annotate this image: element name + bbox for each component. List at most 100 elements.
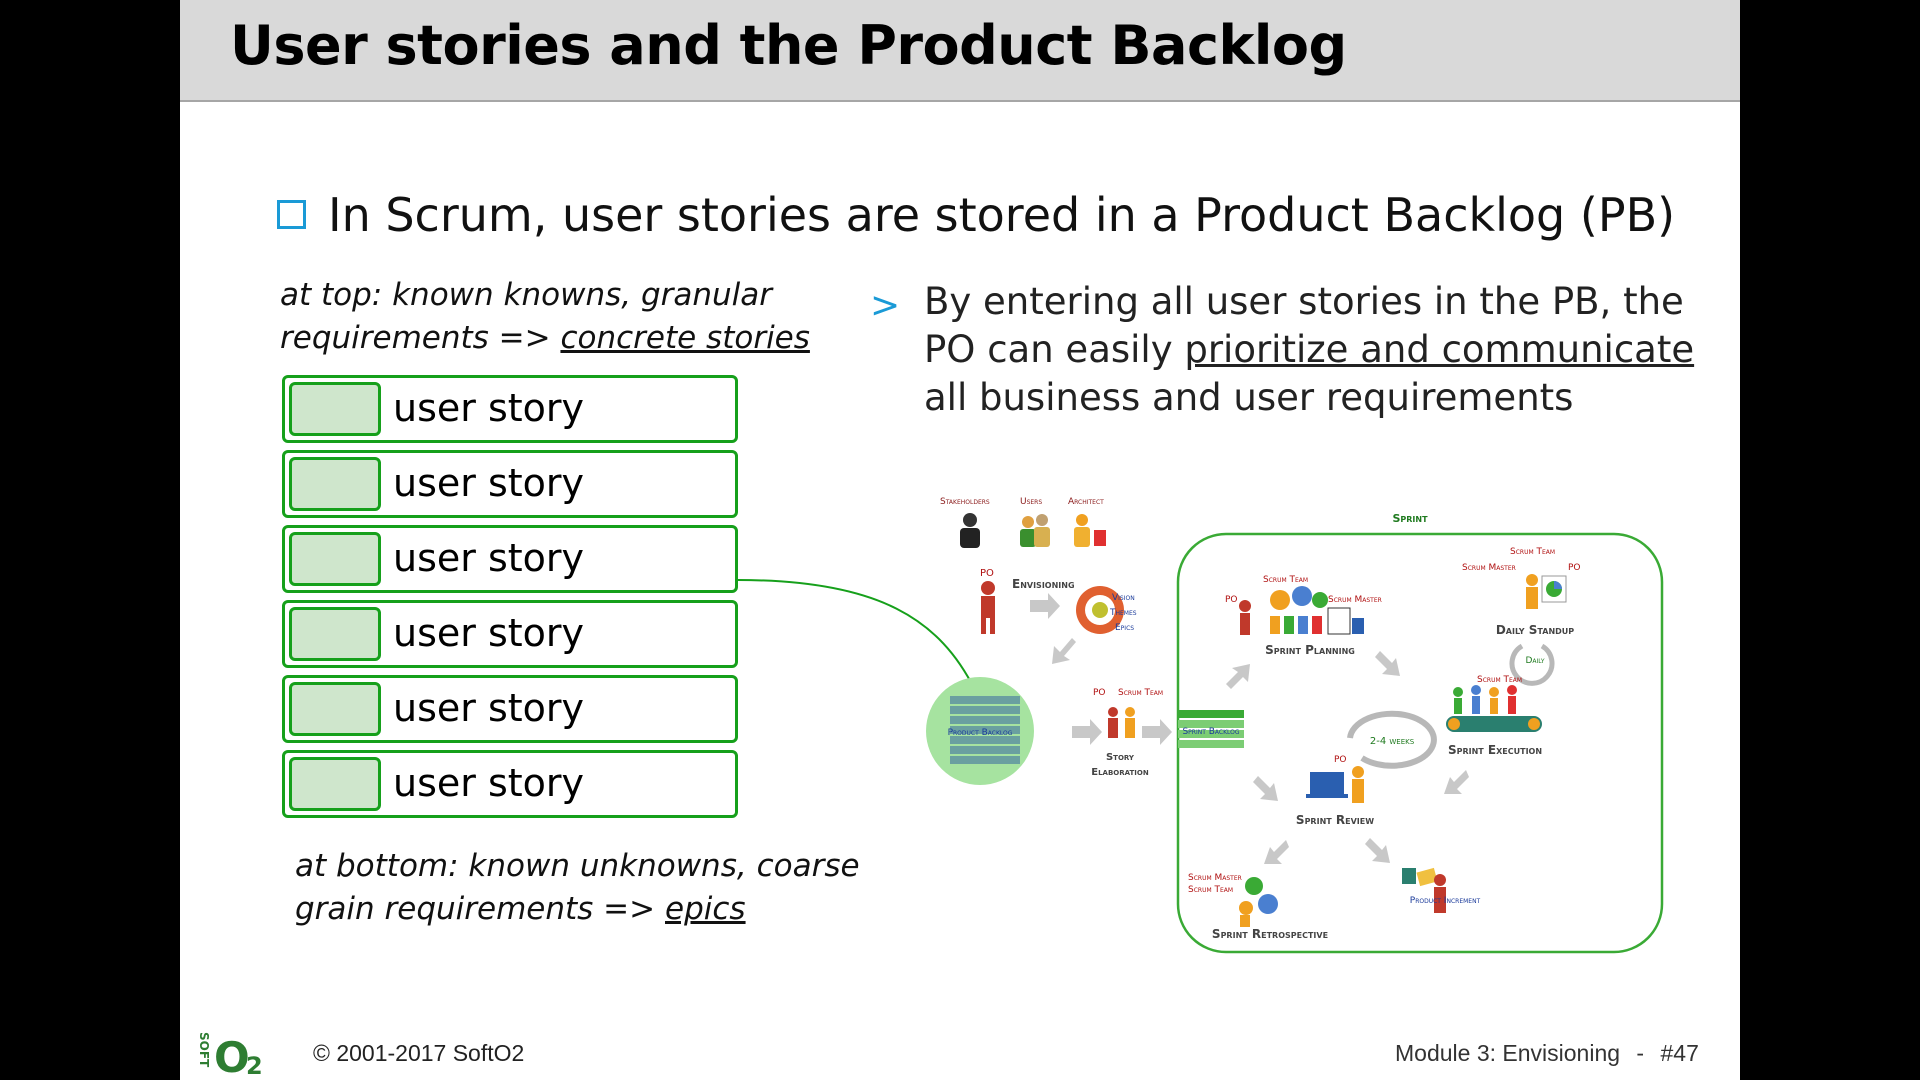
scrum-master-label-1: Scrum Master [1328,595,1382,605]
retrospective-gears-icon [1239,877,1278,927]
story-item-2: user story [282,450,738,518]
po-label-3: PO [1225,595,1238,605]
top-note: at top: known knowns, granular requireme… [280,274,810,360]
po-label-4: PO [1568,563,1581,573]
story-label: Story [1106,752,1135,763]
top-note-prefix: requirements => [280,320,561,356]
daily-standup-label: Daily Standup [1496,623,1574,637]
arrow-icon [1072,719,1102,745]
softo2-logo: SOFT O 2 [197,1032,263,1076]
story-tag [289,607,381,661]
page-number: #47 [1660,1040,1699,1066]
svg-text:O: O [214,1033,250,1076]
svg-text:2: 2 [246,1052,263,1076]
sprint-label: Sprint [1392,512,1428,525]
scrum-team-label-1: Scrum Team [1118,688,1163,698]
backlog-stack-icon [950,696,1020,764]
story-label: user story [393,686,585,730]
story-tag [289,757,381,811]
concrete-stories-link: concrete stories [560,320,810,356]
users-label: Users [1020,497,1042,507]
bottom-note: at bottom: known unknowns, coarse grain … [295,845,860,931]
elaboration-people-icon [1108,707,1135,738]
story-item-6: user story [282,750,738,818]
sprint-review-label: Sprint Review [1296,813,1374,827]
vision-label: Vision [1112,593,1135,603]
po-figure-icon [981,581,995,634]
story-tag [289,382,381,436]
arrow-icon [1365,838,1390,863]
svg-text:SOFT: SOFT [197,1032,211,1068]
story-label: user story [393,761,585,805]
po-label-5: PO [1334,755,1347,765]
main-bullet: In Scrum, user stories are stored in a P… [277,188,1675,242]
vision-pie-icon [1076,586,1124,634]
story-item-1: user story [282,375,738,443]
sprint-execution-label: Sprint Execution [1448,743,1542,757]
arrow-icon [1444,770,1469,794]
arrow-icon [1142,719,1172,745]
sub-bullet-line2: PO can easily prioritize and communicate [924,326,1694,374]
product-increment-label: Product Increment [1410,896,1481,906]
footer-separator: - [1636,1040,1645,1066]
bottom-note-line2: grain requirements => epics [295,888,860,931]
scrum-team-label-2: Scrum Team [1263,575,1308,585]
slide-title: User stories and the Product Backlog [230,14,1347,77]
product-increment-icon [1402,867,1446,913]
scrum-master-label-3: Scrum Master [1188,873,1242,883]
story-item-5: user story [282,675,738,743]
top-note-line1: at top: known knowns, granular [280,277,773,313]
po-label-1: PO [980,568,994,579]
bottom-note-prefix: grain requirements => [295,891,665,927]
main-bullet-text: In Scrum, user stories are stored in a P… [328,188,1676,242]
sub-bullet-arrow-icon: > [870,285,901,326]
envisioning-label: Envisioning [1012,577,1075,591]
elaboration-label: Elaboration [1091,767,1149,778]
daily-cycle-icon [1509,643,1555,686]
bottom-note-line1: at bottom: known unknowns, coarse [295,848,860,884]
stakeholders-label: Stakeholders [940,497,990,507]
story-tag [289,682,381,736]
stakeholder-people-icon [960,513,1106,548]
scrum-team-label-4: Scrum Team [1477,675,1522,685]
sub-bullet-text: By entering all user stories in the PB, … [924,278,1694,422]
arrow-icon [1226,664,1250,689]
story-tag [289,457,381,511]
architect-label: Architect [1068,497,1104,507]
sub-bullet-line3: all business and user requirements [924,376,1574,419]
slide: User stories and the Product Backlog In … [180,0,1740,1080]
arrow-icon [1253,776,1278,801]
story-label: user story [393,461,585,505]
themes-label: Themes [1109,608,1137,618]
product-backlog-label: Product Backlog [948,728,1013,738]
sprint-planning-team-icon [1239,586,1364,635]
arrow-icon [1264,840,1289,864]
sprint-backlog-label: Sprint Backlog [1182,727,1239,737]
story-label: user story [393,536,585,580]
story-item-4: user story [282,600,738,668]
weeks-cycle-icon [1347,710,1437,769]
prioritize-link: prioritize and communicate [1184,328,1695,371]
scrum-master-label-2: Scrum Master [1462,563,1516,573]
story-label: user story [393,386,585,430]
sub-bullet-prefix: PO can easily [924,328,1185,371]
square-bullet-icon [277,200,306,229]
sprint-retrospective-label: Sprint Retrospective [1212,927,1328,941]
story-item-3: user story [282,525,738,593]
daily-standup-icon [1526,574,1567,609]
arrow-icon [1030,593,1060,619]
epics-link: epics [665,891,746,927]
weeks-label: 2-4 weeks [1370,736,1415,747]
scrum-team-label-5: Scrum Team [1188,885,1233,895]
sub-bullet-line1: By entering all user stories in the PB, … [924,280,1684,323]
sprint-planning-label: Sprint Planning [1265,643,1355,657]
sprint-review-icon [1306,766,1364,803]
story-label: user story [393,611,585,655]
arrow-icon [1052,638,1076,664]
story-tag [289,532,381,586]
epics-label: Epics [1115,623,1134,633]
scrum-process-diagram: Sprint Stakeholders Users Architect PO E… [926,497,1664,954]
sprint-backlog-stack-icon [1178,710,1244,748]
arrow-icon [1375,651,1400,676]
top-note-line2: requirements => concrete stories [280,317,810,360]
